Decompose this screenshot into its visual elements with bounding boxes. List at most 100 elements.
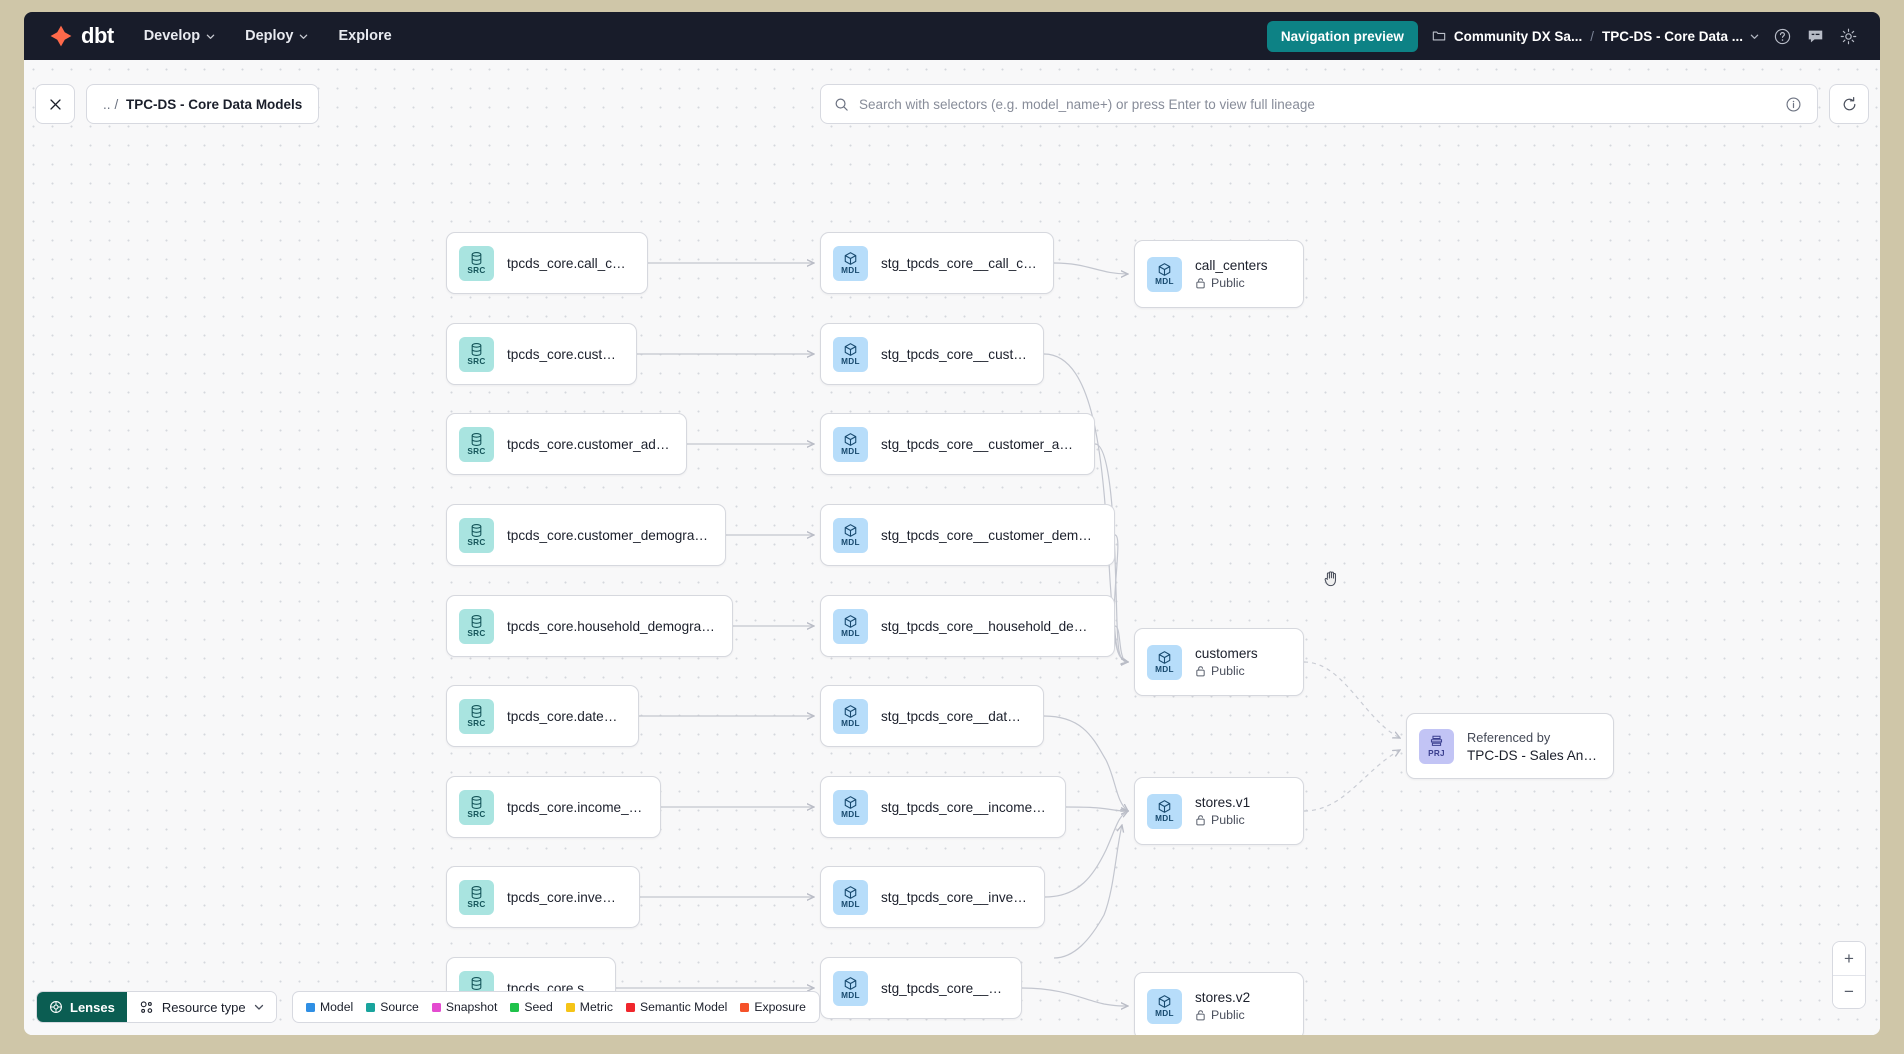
model-badge: MDL <box>833 698 868 734</box>
source-badge: SRC <box>459 608 494 644</box>
resource-type-legend: Model Source Snapshot Seed Metric Semant… <box>292 991 820 1023</box>
node-source-income-band[interactable]: SRC tpcds_core.income_band <box>446 776 661 838</box>
access-badge: Public <box>1195 664 1258 678</box>
node-model-stg-store[interactable]: MDL stg_tpcds_core__store <box>820 957 1022 1019</box>
node-model-stg-date-dim[interactable]: MDL stg_tpcds_core__date_dim <box>820 685 1044 747</box>
node-body: tpcds_core.call_center <box>507 256 631 271</box>
node-model-stg-call-center[interactable]: MDL stg_tpcds_core__call_center <box>820 232 1054 294</box>
node-source-household-demographics[interactable]: SRC tpcds_core.household_demographics <box>446 595 733 657</box>
search-bar[interactable] <box>820 84 1818 124</box>
source-badge: SRC <box>459 789 494 825</box>
legend-label: Metric <box>579 1000 613 1014</box>
legend-swatch <box>366 1002 376 1012</box>
node-source-inventory[interactable]: SRC tpcds_core.inventory <box>446 866 640 928</box>
node-model-stg-household-demographics[interactable]: MDL stg_tpcds_core__household_demogr… <box>820 595 1115 657</box>
node-body: stg_tpcds_core__customer_address <box>881 437 1078 452</box>
node-source-customer[interactable]: SRC tpcds_core.customer <box>446 323 637 385</box>
legend-label: Model <box>320 1000 354 1014</box>
unlock-icon <box>1196 666 1205 677</box>
node-label: stores.v1 <box>1195 795 1251 810</box>
node-label: tpcds_core.call_center <box>507 255 631 271</box>
lineage-toolbar: .. / TPC-DS - Core Data Models <box>24 60 1880 124</box>
node-label: customers <box>1195 646 1258 661</box>
node-model-stg-customer-demographics[interactable]: MDL stg_tpcds_core__customer_demogra… <box>820 504 1115 566</box>
nav-item-explore[interactable]: Explore <box>336 22 393 50</box>
help-icon[interactable] <box>1773 27 1792 46</box>
cube-icon <box>1158 262 1171 276</box>
node-source-customer-address[interactable]: SRC tpcds_core.customer_address <box>446 413 687 475</box>
node-source-call-center[interactable]: SRC tpcds_core.call_center <box>446 232 648 294</box>
node-body: tpcds_core.customer <box>507 347 620 362</box>
node-body: stg_tpcds_core__household_demogr… <box>881 619 1098 634</box>
node-model-stg-customer[interactable]: MDL stg_tpcds_core__customer <box>820 323 1044 385</box>
search-input[interactable] <box>859 96 1772 112</box>
node-label: stg_tpcds_core__inventory <box>881 889 1028 905</box>
access-label: Public <box>1211 276 1245 290</box>
nav-item-develop[interactable]: Develop <box>142 22 217 50</box>
nav-item-deploy-label: Deploy <box>245 28 294 44</box>
settings-gear-icon[interactable] <box>1839 27 1858 46</box>
legend-item-seed: Seed <box>510 1000 553 1014</box>
node-label: stg_tpcds_core__household_demogr… <box>881 618 1098 634</box>
node-model-stg-customer-address[interactable]: MDL stg_tpcds_core__customer_address <box>820 413 1095 475</box>
model-badge: MDL <box>833 245 868 281</box>
model-badge-label: MDL <box>1155 814 1174 824</box>
zoom-in-button[interactable]: + <box>1833 942 1865 975</box>
node-model-stg-income-band[interactable]: MDL stg_tpcds_core__income_band <box>820 776 1066 838</box>
unlock-icon <box>1196 278 1205 289</box>
breadcrumb-pill[interactable]: .. / TPC-DS - Core Data Models <box>86 84 320 124</box>
primary-nav: Develop Deploy Explore <box>142 22 394 50</box>
chevron-down-icon <box>254 1004 263 1010</box>
cube-icon <box>844 885 857 899</box>
model-badge-label: MDL <box>841 900 860 910</box>
search-info-button[interactable] <box>1782 93 1804 115</box>
zoom-out-button[interactable]: − <box>1833 975 1865 1008</box>
model-badge-label: MDL <box>1155 277 1174 287</box>
node-model-customers[interactable]: MDL customers Public <box>1134 628 1304 696</box>
node-body: stg_tpcds_core__date_dim <box>881 709 1027 724</box>
lenses-control-group: Lenses Resource type <box>36 991 277 1023</box>
source-badge-label: SRC <box>467 810 486 820</box>
node-model-stg-inventory[interactable]: MDL stg_tpcds_core__inventory <box>820 866 1045 928</box>
node-body: tpcds_core.customer_demographics <box>507 528 709 543</box>
legend-label: Exposure <box>754 1000 806 1014</box>
feedback-icon[interactable] <box>1806 27 1825 46</box>
node-body: customers Public <box>1195 646 1258 678</box>
source-badge: SRC <box>459 336 494 372</box>
account-name[interactable]: Community DX Sa... <box>1453 28 1583 44</box>
model-badge: MDL <box>1147 988 1182 1024</box>
node-model-stores-v1[interactable]: MDL stores.v1 Public <box>1134 777 1304 845</box>
node-source-customer-demographics[interactable]: SRC tpcds_core.customer_demographics <box>446 504 726 566</box>
model-badge: MDL <box>833 789 868 825</box>
refresh-button[interactable] <box>1829 84 1869 124</box>
project-selector[interactable]: TPC-DS - Core Data ... <box>1602 29 1759 44</box>
legend-item-metric: Metric <box>565 1000 613 1014</box>
node-label: tpcds_core.customer_address <box>507 436 670 452</box>
node-body: tpcds_core.customer_address <box>507 437 670 452</box>
database-icon <box>471 523 482 537</box>
node-label: tpcds_core.date_dim <box>507 708 622 724</box>
model-badge-label: MDL <box>841 447 860 457</box>
navigation-preview-button[interactable]: Navigation preview <box>1266 20 1418 52</box>
model-badge-label: MDL <box>841 810 860 820</box>
node-body: tpcds_core.household_demographics <box>507 619 716 634</box>
lenses-button[interactable]: Lenses <box>37 992 127 1022</box>
node-source-date-dim[interactable]: SRC tpcds_core.date_dim <box>446 685 639 747</box>
database-icon <box>471 795 482 809</box>
referenced-by-label: Referenced by <box>1467 729 1551 745</box>
node-model-call-centers[interactable]: MDL call_centers Public <box>1134 240 1304 308</box>
model-badge: MDL <box>833 336 868 372</box>
resource-type-dropdown[interactable]: Resource type <box>126 992 276 1022</box>
top-navigation-bar: dbt Develop Deploy Explore Navigation pr… <box>24 12 1880 60</box>
dbt-logo[interactable]: dbt <box>40 23 114 49</box>
cube-icon <box>1158 799 1171 813</box>
model-badge-label: MDL <box>1155 1009 1174 1019</box>
dbt-mark-icon <box>50 25 72 47</box>
node-project-referenced-by[interactable]: PRJ Referenced by TPC-DS - Sales Analyti… <box>1406 713 1614 779</box>
source-badge: SRC <box>459 879 494 915</box>
close-button[interactable] <box>35 84 75 124</box>
access-label: Public <box>1211 1008 1245 1022</box>
node-model-stores-v2[interactable]: MDL stores.v2 Public <box>1134 972 1304 1035</box>
nav-item-deploy[interactable]: Deploy <box>243 22 310 50</box>
source-badge: SRC <box>459 517 494 553</box>
